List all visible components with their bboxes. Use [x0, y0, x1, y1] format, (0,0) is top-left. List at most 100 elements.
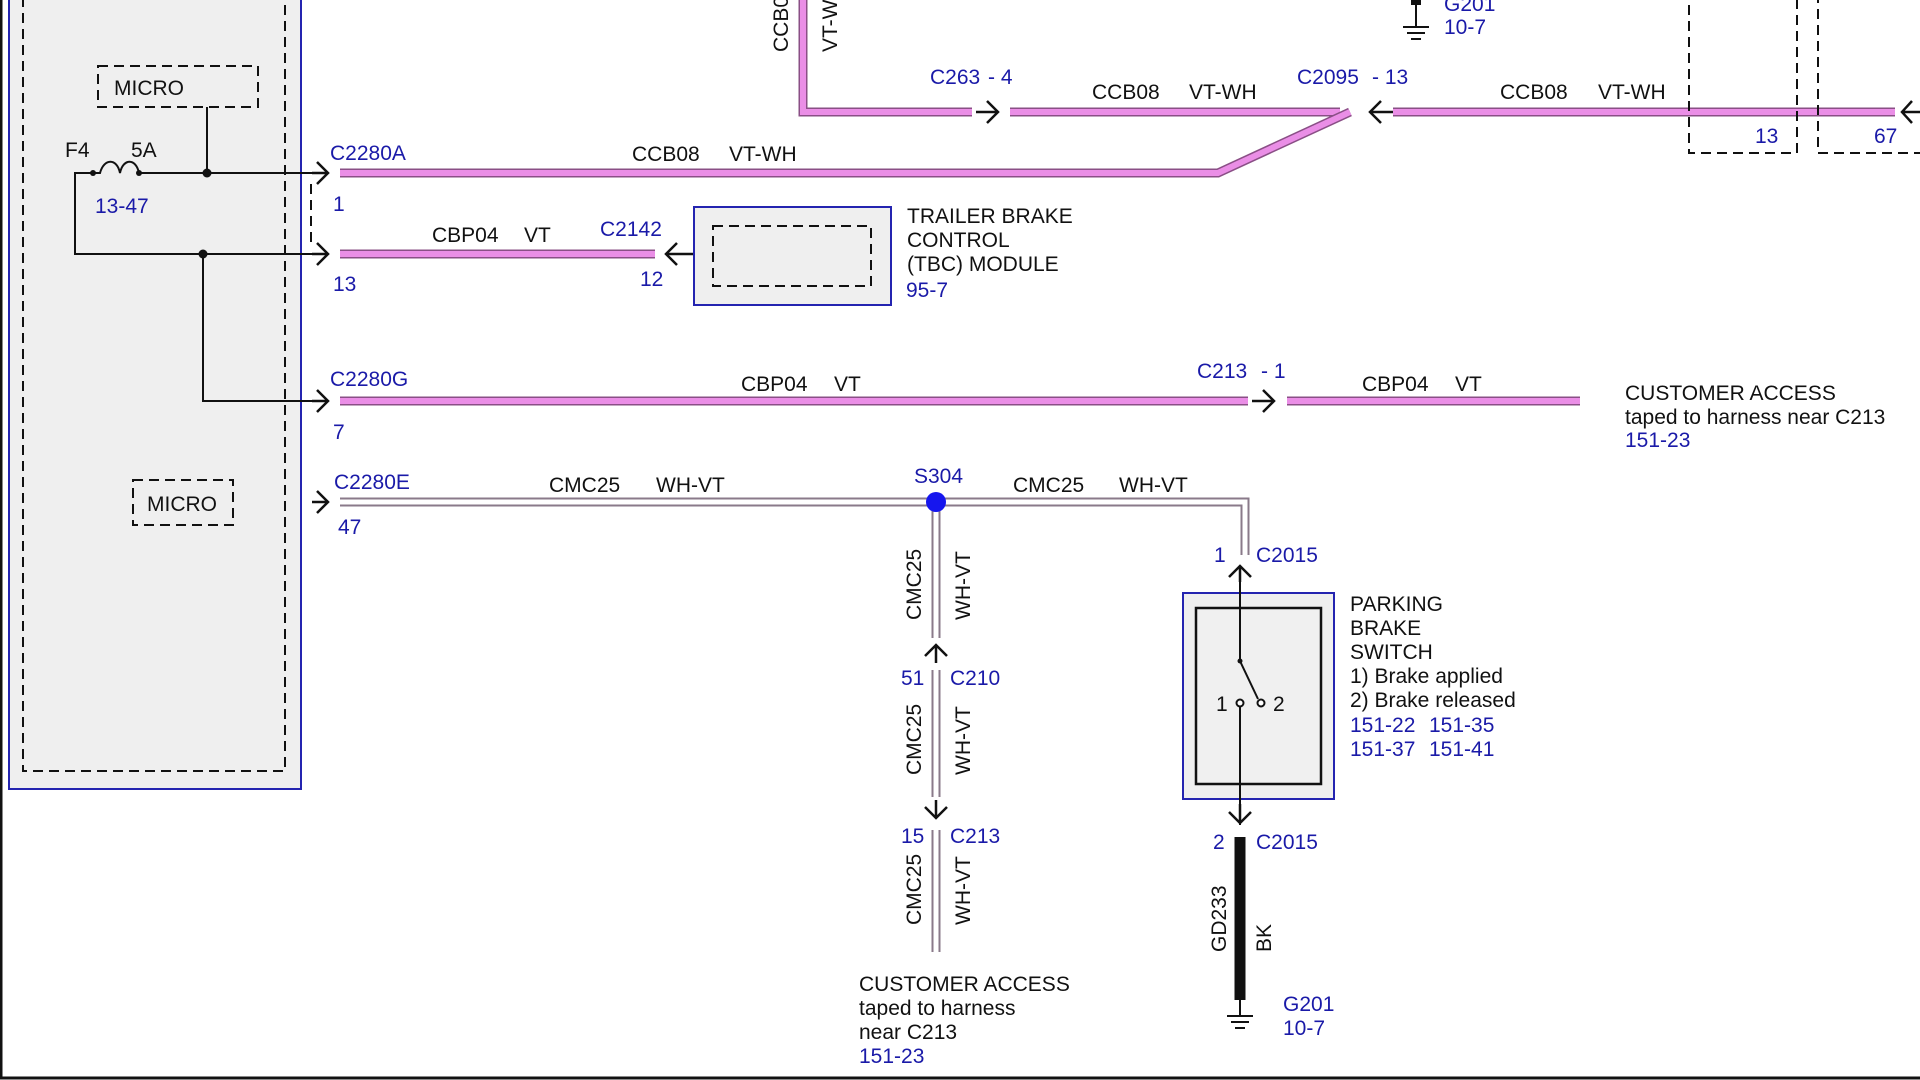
ground-bottom-label[interactable]: G201 — [1283, 993, 1334, 1016]
splice-branch: CMC25 WH-VT 51 C210 CMC25 WH-VT 15 C213 … — [901, 492, 1000, 952]
tbc-line2: CONTROL — [907, 229, 1010, 252]
tbc-line3: (TBC) MODULE — [907, 253, 1059, 276]
c210-arrow — [924, 643, 948, 663]
customer-access-bottom-ref[interactable]: 151-23 — [859, 1045, 924, 1068]
branch-seg1-color: WH-VT — [952, 551, 975, 620]
circuit-g-color: VT — [834, 373, 861, 396]
c263-arrow — [976, 100, 1000, 124]
branch-seg3-code: CMC25 — [903, 854, 926, 925]
ccb-vertical-wire-inner — [800, 0, 972, 115]
pb-gnd-color: BK — [1253, 924, 1276, 952]
circuit-e-wire-inner — [340, 499, 1248, 555]
pb-state1: 1) Brake applied — [1350, 665, 1503, 688]
tbc-module: TRAILER BRAKE CONTROL (TBC) MODULE 95-7 — [693, 205, 1073, 306]
c2280a-arrow — [312, 161, 330, 185]
left-module-outline — [8, 0, 302, 790]
ccb-vertical-code: CCB0 — [770, 0, 793, 52]
pb-state2: 2) Brake released — [1350, 689, 1516, 712]
junction-node-a — [202, 168, 212, 178]
pb-ref4[interactable]: 151-41 — [1429, 738, 1494, 761]
c210-pin: 51 — [901, 667, 924, 690]
c2280a-pin: 1 — [333, 193, 345, 216]
branch-seg1-code: CMC25 — [903, 549, 926, 620]
pb-top-pin: 1 — [1214, 544, 1226, 567]
tbc-module-inner — [712, 225, 872, 287]
circuit-a: C2280A 1 CCB08 VT-WH — [312, 107, 1352, 216]
c2280g-connector[interactable]: C2280G — [330, 368, 408, 391]
c213-pin: - 1 — [1261, 360, 1286, 383]
c2095-pin: - 13 — [1372, 66, 1408, 89]
c263-pin: - 4 — [988, 66, 1013, 89]
micro-top-box — [97, 65, 259, 108]
ground-top-symbol — [1403, 0, 1429, 40]
internal-wire-left — [74, 172, 318, 255]
ccb-seg2-color: VT-WH — [1598, 81, 1666, 104]
pin13-label: 13 — [333, 273, 356, 296]
c2280e-connector[interactable]: C2280E — [334, 471, 410, 494]
top-wires: CCB0 VT-W C263 - 4 CCB08 VT-WH C2095 - 1… — [770, 0, 1920, 154]
ground-top-label[interactable]: G201 — [1444, 0, 1495, 16]
c210-connector[interactable]: C210 — [950, 667, 1000, 690]
circuit-e-color: WH-VT — [656, 474, 725, 497]
pb-gnd-code: GD233 — [1208, 885, 1231, 952]
tbc-ref[interactable]: 95-7 — [906, 279, 948, 302]
c263-connector[interactable]: C263 — [930, 66, 980, 89]
ccb-seg1-code: CCB08 — [1092, 81, 1160, 104]
c2142-pin: 12 — [640, 268, 663, 291]
c2280a-connector[interactable]: C2280A — [330, 142, 406, 165]
s304-label[interactable]: S304 — [914, 465, 963, 488]
s304-splice-dot[interactable] — [926, 492, 946, 512]
customer-access-bottom: CUSTOMER ACCESS taped to harness near C2… — [859, 973, 1070, 1068]
pb-bottom-connector[interactable]: C2015 — [1256, 831, 1318, 854]
pb-ref2[interactable]: 151-35 — [1429, 714, 1494, 737]
circuit-a-wire-inner — [340, 109, 1352, 176]
left-module: MICRO MICRO F4 5A 13-47 — [8, 0, 318, 790]
customer-access-right-ref[interactable]: 151-23 — [1625, 429, 1690, 452]
c2095-connector[interactable]: C2095 — [1297, 66, 1359, 89]
pin13-arrow — [312, 242, 330, 266]
circuit-g-code: CBP04 — [741, 373, 808, 396]
right-pin-b: 67 — [1874, 125, 1897, 148]
pb-top-connector[interactable]: C2015 — [1256, 544, 1318, 567]
parking-brake-switch: 1 C2015 1 2 PARKING BRAKE SWITCH 1) Brak… — [1182, 544, 1516, 1040]
customer-access-right-line2: taped to harness near C213 — [1625, 406, 1885, 429]
c2095-arrow — [1368, 100, 1395, 124]
c213-connector[interactable]: C213 — [1197, 360, 1247, 383]
ground-bottom-ref[interactable]: 10-7 — [1283, 1017, 1325, 1040]
branch-seg2-color: WH-VT — [952, 706, 975, 775]
ground-top-ref[interactable]: 10-7 — [1444, 16, 1486, 39]
c2280g-arrow — [312, 389, 330, 413]
circuit-e-code2: CMC25 — [1013, 474, 1084, 497]
ccb-seg1-color: VT-WH — [1189, 81, 1257, 104]
tbc-module-box — [693, 206, 892, 306]
micro-bottom-box — [132, 479, 234, 526]
micro-bottom-label: MICRO — [147, 493, 217, 516]
circuit-g: C2280G 7 CBP04 VT C213 - 1 CBP04 VT — [312, 360, 1580, 444]
fuse-node-right — [136, 170, 142, 176]
circuit-g-code2: CBP04 — [1362, 373, 1429, 396]
c213-bottom-connector[interactable]: C213 — [950, 825, 1000, 848]
pb-ref3[interactable]: 151-37 — [1350, 738, 1415, 761]
ground-bottom-symbol — [1227, 1000, 1253, 1029]
customer-access-bottom-line1: CUSTOMER ACCESS — [859, 973, 1070, 996]
c2142-connector[interactable]: C2142 — [600, 218, 662, 241]
pb-line1: PARKING — [1350, 593, 1443, 616]
fuse-name: F4 — [65, 139, 90, 162]
circuit-a-wire-outer — [340, 107, 1352, 178]
left-module-inner-dashed — [22, 0, 286, 772]
junction-node-g — [198, 249, 208, 259]
fuse-rating: 5A — [131, 139, 157, 162]
customer-access-right: CUSTOMER ACCESS taped to harness near C2… — [1625, 382, 1885, 452]
pb-ref1[interactable]: 151-22 — [1350, 714, 1415, 737]
branch-seg3-color: WH-VT — [952, 856, 975, 925]
c213-arrow-right — [1252, 389, 1276, 413]
customer-access-bottom-line2: taped to harness — [859, 997, 1015, 1020]
pb-line2: BRAKE — [1350, 617, 1421, 640]
pb-pivot — [1237, 658, 1243, 664]
pb-switch-pos2: 2 — [1273, 693, 1285, 716]
pb-contact-1 — [1235, 698, 1245, 708]
circuit-e-wire-outer — [340, 497, 1250, 555]
pb-bottom-arrow — [1228, 804, 1252, 825]
fuse-ref[interactable]: 13-47 — [95, 195, 149, 218]
